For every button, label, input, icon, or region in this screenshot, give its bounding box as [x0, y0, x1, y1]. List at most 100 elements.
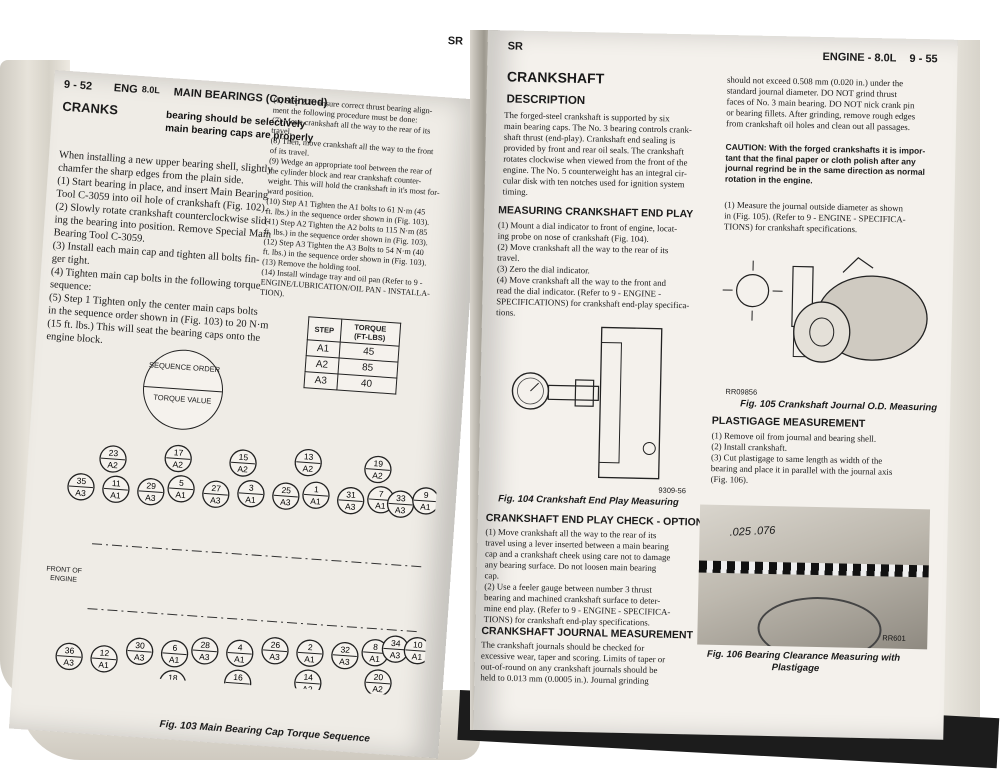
- right-header-sr-left: SR: [447, 35, 464, 48]
- bolt-sequence: 3: [249, 483, 255, 493]
- bolt-sequence: 15: [238, 452, 248, 463]
- plastigage-heading: PLASTIGAGE MEASUREMENT: [711, 414, 866, 430]
- bolt-marker: 9A1: [412, 487, 439, 515]
- bolt-divider: [413, 499, 438, 503]
- bolt-divider: [405, 649, 430, 653]
- bolt-step: A3: [145, 492, 156, 503]
- bolt-step: A1: [375, 500, 386, 511]
- end-play-check-heading: CRANKSHAFT END PLAY CHECK - OPTIONAL: [485, 512, 718, 529]
- bolt-divider: [127, 649, 152, 653]
- bolt-step: A3: [63, 657, 74, 668]
- left-col-line: engine block.: [46, 331, 104, 346]
- bolt-sequence: 12: [99, 648, 109, 659]
- bolt-divider: [203, 492, 228, 496]
- bolt-sequence: 20: [373, 672, 383, 683]
- fig-105-code: RR09856: [725, 387, 758, 397]
- bolt-step: A2: [302, 463, 313, 474]
- bolt-step: A3: [395, 505, 406, 516]
- bolt-step: A3: [269, 651, 280, 662]
- bolt-divider: [68, 485, 93, 489]
- bolt-sequence: 4: [237, 642, 243, 652]
- fig-104-code: 9309-56: [658, 485, 687, 496]
- bolt-sequence: 19: [373, 458, 383, 469]
- bolt-step: A3: [199, 652, 210, 663]
- bolt-divider: [297, 651, 322, 655]
- journal-heading: CRANKSHAFT JOURNAL MEASUREMENT: [481, 624, 694, 642]
- left-section-title: CRANKS: [61, 98, 119, 118]
- bolt-sequence: 11: [112, 478, 122, 489]
- bolt-step: A2: [107, 460, 118, 471]
- bolt-divider: [231, 461, 256, 465]
- journal-micrometer-figure: [722, 257, 928, 363]
- bolt-divider: [303, 493, 328, 497]
- fig-105-caption: Fig. 105 Crankshaft Journal O.D. Measuri…: [740, 398, 938, 414]
- left-page: 9 - 52 ENG 8.0L MAIN BEARINGS (Continued…: [8, 70, 484, 759]
- bearing-shell-icon: [756, 595, 883, 650]
- bolt-sequence: 34: [391, 638, 401, 649]
- bolt-divider: [138, 490, 163, 494]
- bolt-step: A1: [304, 654, 315, 665]
- bolt-sequence: 31: [346, 489, 356, 500]
- bolt-step: A1: [234, 654, 245, 665]
- bolt-divider: [92, 657, 117, 661]
- plastigage-line: (Fig. 106).: [710, 475, 749, 486]
- bolt-step: A2: [172, 459, 183, 470]
- step-cell: A3: [303, 371, 338, 390]
- plastigage-gauge-text: .025 .076: [729, 524, 776, 539]
- bolt-marker: 1A1: [302, 481, 330, 509]
- bolt-sequence: 18: [168, 672, 178, 683]
- right-header-engine: ENGINE - 8.0L: [822, 51, 897, 65]
- torque-cell: 40: [336, 373, 397, 395]
- step-column-header: STEP: [307, 316, 342, 343]
- measure-line: TIONS) for crankshaft specifications.: [723, 222, 858, 235]
- fig-104-caption: Fig. 104 Crankshaft End Play Measuring: [498, 493, 679, 509]
- bolt-step: A1: [245, 494, 256, 505]
- bolt-divider: [166, 457, 191, 460]
- bolt-divider: [225, 681, 250, 685]
- bolt-step: A1: [369, 653, 380, 664]
- bolt-sequence: 8: [373, 642, 379, 652]
- bolt-sequence: 24: [97, 677, 107, 688]
- caution-line: rotation in the engine.: [724, 174, 813, 186]
- bolt-sequence: 14: [303, 672, 313, 683]
- bolt-marker: 8A1: [361, 639, 389, 667]
- bolt-sequence: 7: [379, 489, 385, 499]
- bolt-step: A3: [345, 501, 356, 512]
- bolt-divider: [338, 499, 363, 503]
- bolt-step: A2: [237, 464, 248, 475]
- crankshaft-title: CRANKSHAFT: [506, 68, 605, 87]
- bolt-step: A2: [96, 689, 107, 697]
- bolt-step: A2: [372, 684, 383, 695]
- bolt-step: A3: [280, 497, 291, 508]
- bolt-divider: [103, 487, 128, 491]
- bolt-sequence: 13: [304, 451, 314, 462]
- bolt-step: A1: [420, 502, 431, 513]
- bolt-marker: 6A1: [160, 640, 189, 668]
- legend-torque-label: TORQUE VALUE: [153, 392, 212, 406]
- end-play-line: (2) Move crankshaft all the way to the r…: [497, 242, 669, 256]
- bolt-sequence: 23: [108, 448, 118, 459]
- check-line: any bearing surface. Do not loosen main …: [484, 560, 657, 574]
- bolt-sequence: 33: [396, 493, 406, 504]
- bolt-divider: [227, 651, 252, 655]
- left-header-eng2: 8.0L: [141, 84, 161, 96]
- bolt-sequence: 9: [424, 490, 430, 500]
- bolt-sequence: 1: [314, 484, 320, 494]
- bolt-marker: 5A1: [167, 475, 195, 503]
- bolt-sequence: 36: [64, 645, 74, 656]
